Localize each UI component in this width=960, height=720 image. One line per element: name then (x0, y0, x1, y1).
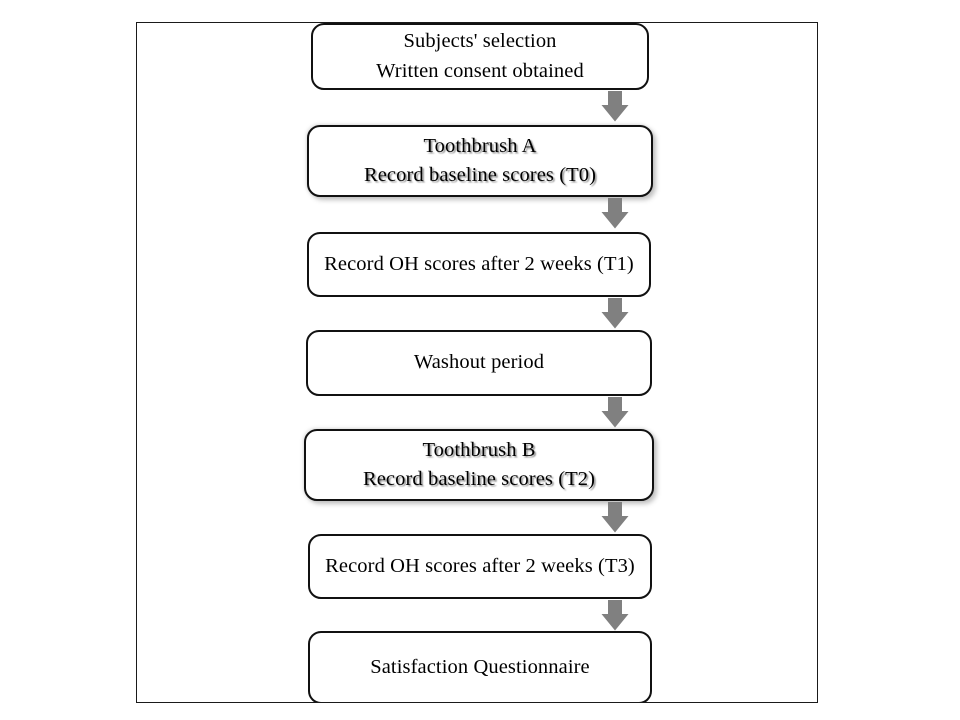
arrow-down-icon (601, 502, 629, 533)
arrow-down-icon (601, 198, 629, 229)
flow-node-toothbrush-a[interactable]: Toothbrush A Record baseline scores (T0) (307, 125, 653, 197)
flowchart: Subjects' selection Written consent obta… (137, 23, 817, 702)
flow-node-line: Record OH scores after 2 weeks (T3) (325, 554, 635, 577)
flow-node-line: Toothbrush B (422, 438, 536, 461)
flow-node-line: Written consent obtained (376, 59, 584, 82)
flow-node-oh-scores-t3[interactable]: Record OH scores after 2 weeks (T3) (308, 534, 652, 599)
arrow-down-icon (601, 91, 629, 122)
arrow-down-icon (601, 397, 629, 428)
flow-node-line: Record baseline scores (T0) (363, 164, 597, 186)
figure-frame: Subjects' selection Written consent obta… (136, 22, 818, 703)
flow-node-line: Washout period (413, 351, 545, 374)
arrow-down-icon (601, 600, 629, 631)
flow-node-washout-period[interactable]: Washout period (306, 330, 652, 396)
flow-node-toothbrush-b[interactable]: Toothbrush B Record baseline scores (T2) (304, 429, 654, 501)
flow-node-line: Satisfaction Questionnaire (370, 655, 590, 678)
flow-node-line: Subjects' selection (403, 30, 557, 53)
flow-node-line: Record baseline scores (T2) (362, 468, 596, 490)
flow-node-line: Toothbrush A (423, 134, 537, 157)
flow-node-line: Record OH scores after 2 weeks (T1) (324, 252, 634, 275)
flow-node-satisfaction-questionnaire[interactable]: Satisfaction Questionnaire (308, 631, 652, 702)
arrow-down-icon (601, 298, 629, 329)
flow-node-subjects-selection[interactable]: Subjects' selection Written consent obta… (311, 23, 649, 90)
flow-node-oh-scores-t1[interactable]: Record OH scores after 2 weeks (T1) (307, 232, 651, 297)
